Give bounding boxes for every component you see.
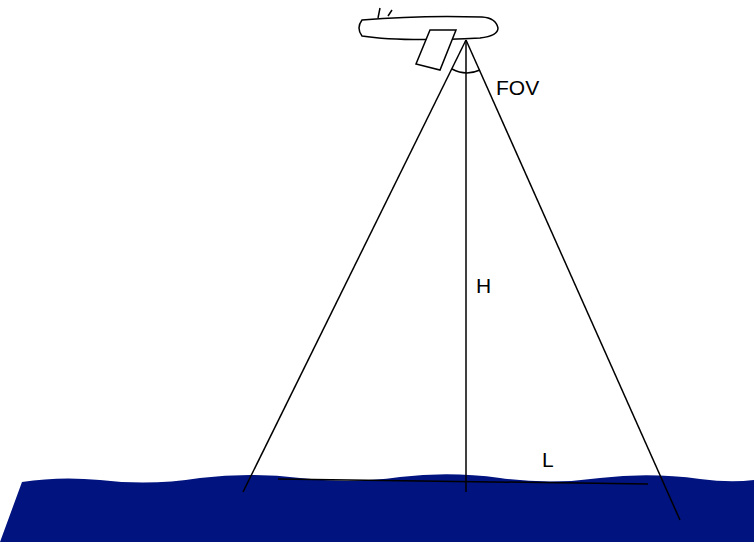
water-surface	[0, 474, 754, 542]
fov-label: FOV	[494, 76, 541, 99]
camera-pod	[416, 30, 456, 70]
fov-left-line	[243, 40, 466, 492]
fov-arc	[452, 69, 480, 73]
aircraft-fin	[378, 8, 392, 18]
height-label: H	[474, 274, 493, 297]
height-line	[465, 40, 467, 492]
length-line	[278, 479, 648, 484]
fov-right-line	[466, 40, 680, 520]
length-label: L	[540, 448, 556, 471]
